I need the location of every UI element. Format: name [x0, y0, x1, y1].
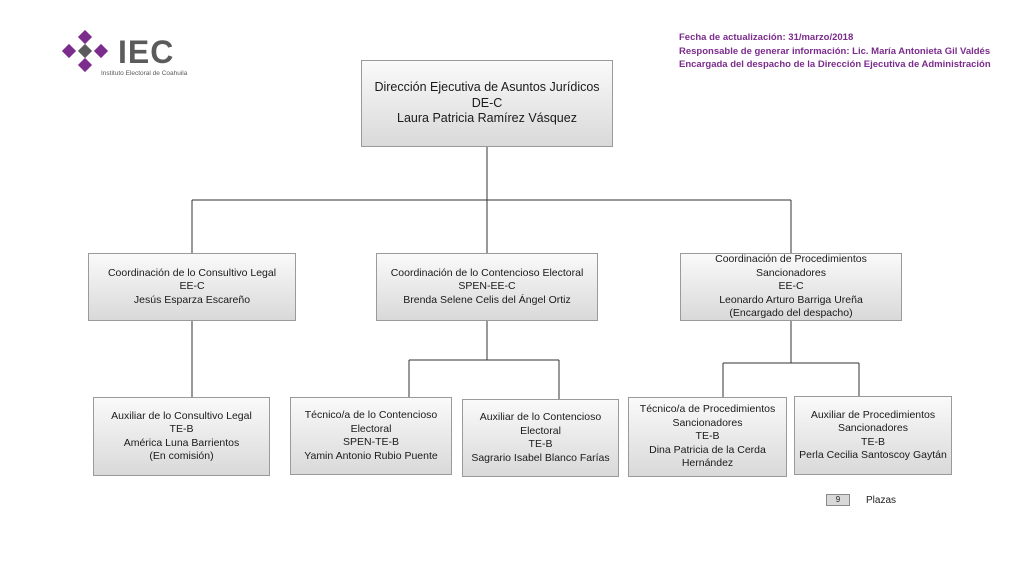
- responsible-role: Encargada del despacho de la Dirección E…: [679, 59, 991, 70]
- tec-contencioso-code: SPEN-TE-B: [342, 436, 399, 448]
- tec-procedimientos-code: TE-B: [695, 430, 720, 443]
- coord-procedimientos-name: Leonardo Arturo Barriga Ureña: [719, 293, 863, 306]
- aux-procedimientos-box: Auxiliar de Procedimientos Sancionadores…: [794, 396, 952, 475]
- tec-procedimientos-name-2: Hernández: [681, 457, 734, 470]
- aux-procedimientos-name: Perla Cecilia Santoscoy Gaytán: [799, 449, 947, 461]
- plazas-count: 9: [826, 494, 850, 506]
- iec-logo-icon: [61, 30, 109, 73]
- tec-procedimientos-box: Técnico/a de Procedimientos Sancionadore…: [628, 397, 787, 477]
- aux-legal-box: Auxiliar de lo Consultivo Legal TE-B Amé…: [93, 397, 270, 476]
- tec-contencioso-name: Yamin Antonio Rubio Puente: [304, 449, 438, 462]
- coord-procedimientos-code: EE-C: [778, 280, 804, 293]
- coord-legal-name: Jesús Esparza Escareño: [133, 293, 251, 306]
- update-info: Fecha de actualización: 31/marzo/2018 Re…: [679, 31, 991, 72]
- coord-legal-title: Coordinación de lo Consultivo Legal: [107, 266, 277, 279]
- responsible-person: Responsable de generar información: Lic.…: [679, 45, 991, 57]
- tec-contencioso-title-2: Electoral: [350, 422, 392, 435]
- aux-procedimientos-code: TE-B: [861, 435, 885, 448]
- coord-procedimientos-title-2: Sancionadores: [755, 266, 827, 279]
- aux-contencioso-box: Auxiliar de lo Contencioso Electoral TE-…: [462, 399, 619, 477]
- aux-contencioso-title-1: Auxiliar de lo Contencioso: [479, 411, 602, 423]
- aux-procedimientos-title-2: Sancionadores: [837, 422, 909, 434]
- plazas-label: Plazas: [866, 495, 897, 506]
- aux-legal-title: Auxiliar de lo Consultivo Legal: [111, 409, 252, 422]
- coord-procedimientos-title-1: Coordinación de Procedimientos: [715, 253, 867, 266]
- update-date: Fecha de actualización: 31/marzo/2018: [679, 32, 854, 43]
- coord-contencioso-name: Brenda Selene Celis del Ángel Ortiz: [403, 293, 571, 306]
- aux-procedimientos-title-1: Auxiliar de Procedimientos: [810, 408, 936, 421]
- aux-legal-code: TE-B: [169, 423, 194, 435]
- tec-contencioso-title-1: Técnico/a de lo Contencioso: [304, 409, 438, 421]
- director-title: Dirección Ejecutiva de Asuntos Jurídicos: [374, 80, 600, 95]
- tec-procedimientos-title-2: Sancionadores: [672, 416, 743, 429]
- coord-contencioso-code: SPEN-EE-C: [458, 280, 516, 293]
- aux-contencioso-name: Sagrario Isabel Blanco Farías: [471, 451, 610, 464]
- coord-contencioso-box: Coordinación de lo Contencioso Electoral…: [376, 253, 598, 321]
- tec-contencioso-box: Técnico/a de lo Contencioso Electoral SP…: [290, 397, 452, 475]
- aux-contencioso-title-2: Electoral: [520, 424, 561, 437]
- logo-subtitle: Instituto Electoral de Coahuila: [101, 70, 188, 77]
- aux-legal-name: América Luna Barrientos: [123, 436, 240, 449]
- tec-procedimientos-title-1: Técnico/a de Procedimientos: [639, 403, 776, 416]
- coord-contencioso-title: Coordinación de lo Contencioso Electoral: [390, 266, 584, 279]
- coord-legal-code: EE-C: [179, 280, 205, 293]
- director-box: Dirección Ejecutiva de Asuntos Jurídicos…: [361, 60, 613, 147]
- tec-procedimientos-name-1: Dina Patricia de la Cerda: [649, 443, 766, 456]
- director-name: Laura Patricia Ramírez Vásquez: [397, 111, 577, 126]
- coord-legal-box: Coordinación de lo Consultivo Legal EE-C…: [88, 253, 296, 321]
- aux-contencioso-code: TE-B: [528, 438, 553, 450]
- director-code: DE-C: [471, 95, 503, 110]
- coord-procedimientos-box: Coordinación de Procedimientos Sancionad…: [680, 253, 902, 321]
- logo-name: IEC: [118, 34, 175, 70]
- coord-procedimientos-note: (Encargado del despacho): [729, 307, 853, 320]
- aux-legal-note: (En comisión): [149, 450, 214, 462]
